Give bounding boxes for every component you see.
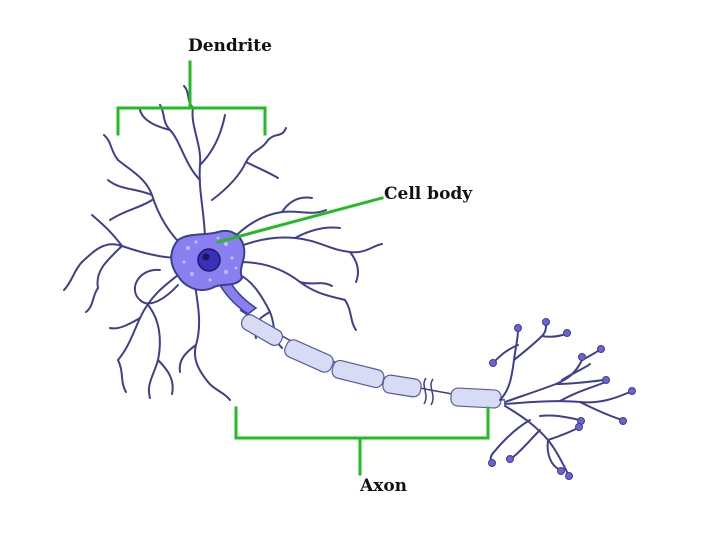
axon-label: Axon [360,476,408,496]
soma-granules [182,236,238,282]
synaptic-knob [489,359,497,367]
myelin-segment [284,339,334,373]
synaptic-knob [619,417,627,425]
synaptic-knob [488,459,496,467]
cell-body-pointer-line [216,196,384,244]
axon-bracket [234,406,490,476]
synaptic-knob [565,472,573,480]
synaptic-knob [563,329,571,337]
synaptic-knob [506,455,514,463]
cell-body [170,230,246,292]
dendrite-label: Dendrite [188,36,272,56]
axon-break-mark [423,377,434,406]
synaptic-knob [628,387,636,395]
nucleus [197,248,221,272]
dendrite-branches [63,85,383,401]
synaptic-knob [557,467,565,475]
myelin-segment [382,374,422,398]
synaptic-knob [514,324,522,332]
synaptic-knobs [488,318,636,480]
myelin-segment [331,359,385,389]
nucleolus [202,253,210,261]
synaptic-knob [578,353,586,361]
synaptic-knob [602,376,610,384]
synaptic-knob [542,318,550,326]
axon-terminal-branches [489,323,631,475]
myelin-segment [450,387,502,409]
cell-body-label: Cell body [384,184,473,204]
axon-hillock [216,277,258,315]
synaptic-knob [575,423,583,431]
synaptic-knob [597,345,605,353]
myelin-sheath [240,314,502,409]
myelin-segment [240,314,284,346]
annotation-lines [116,60,490,476]
dendrite-bracket [116,60,267,136]
